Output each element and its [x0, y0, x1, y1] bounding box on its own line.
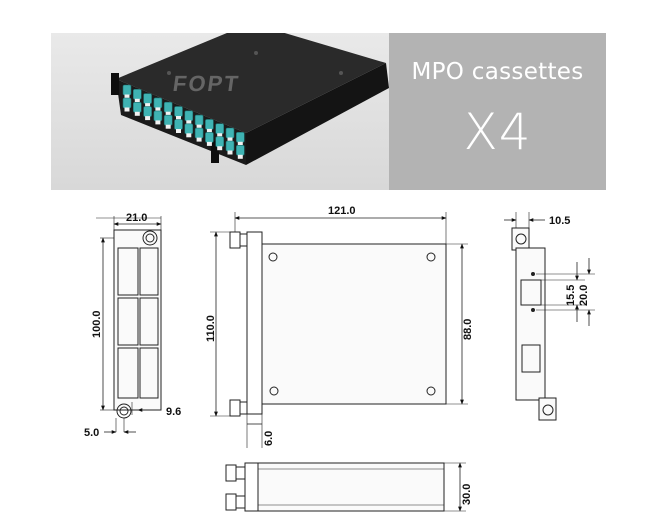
lc-dust-cap — [227, 150, 233, 155]
dim-top-length: 121.0 — [328, 205, 356, 217]
lc-dust-cap — [165, 124, 171, 129]
front-port-slot — [139, 297, 159, 346]
bottom-front-flange — [244, 462, 259, 512]
top-connector-latch — [239, 233, 248, 247]
screw — [339, 71, 343, 75]
cassette-side-face — [246, 63, 389, 165]
lc-dust-cap — [124, 94, 130, 99]
top-screw — [269, 386, 279, 396]
lc-dust-cap — [217, 146, 223, 151]
side-slot — [520, 279, 542, 306]
front-port-slot — [139, 347, 159, 399]
top-screw — [268, 252, 278, 262]
bottom-connector-latch — [235, 495, 246, 509]
front-bottom-screw — [119, 406, 129, 416]
dim-top-flange-offset: 6.0 — [263, 431, 275, 446]
screw — [254, 51, 258, 55]
dim-front-width: 21.0 — [126, 212, 147, 224]
lc-dust-cap — [186, 133, 192, 138]
top-connector-latch — [229, 231, 241, 249]
front-port-slot — [139, 247, 159, 296]
lc-dust-cap — [237, 141, 243, 146]
side-slot — [521, 344, 541, 373]
lc-dust-cap — [124, 107, 130, 112]
caption-panel: MPO cassettes X4 — [389, 33, 606, 190]
cassette-top-face — [116, 23, 386, 133]
lc-dust-cap — [134, 111, 140, 116]
lc-dust-cap — [176, 116, 181, 120]
caption-quantity: X4 — [463, 103, 532, 161]
lc-dust-cap — [206, 141, 212, 146]
bottom-body — [257, 462, 445, 512]
product-photo: FOPT — [51, 23, 389, 190]
side-bottom-ear — [538, 397, 557, 421]
bottom-connector-latch — [225, 464, 237, 482]
front-top-screw-hole — [142, 230, 158, 246]
side-top-ear-hole — [515, 233, 527, 245]
side-dot — [531, 272, 535, 276]
top-screw — [426, 252, 436, 262]
caption-title: MPO cassettes — [411, 59, 584, 85]
bottom-view — [225, 462, 466, 512]
lc-dust-cap — [196, 137, 202, 142]
front-port-slot — [117, 247, 139, 296]
side-dot — [531, 308, 535, 312]
lc-dust-cap — [155, 107, 161, 112]
lc-dust-cap — [186, 120, 192, 125]
lc-adapter-array — [122, 84, 245, 159]
front-port-slot — [117, 297, 139, 346]
lc-dust-cap — [155, 120, 161, 125]
dim-front-ear-width: 9.6 — [166, 406, 181, 418]
top-body — [261, 243, 447, 405]
lc-dust-cap — [217, 133, 223, 138]
top-screw — [426, 386, 436, 396]
cassette-illustration — [111, 23, 389, 165]
top-view — [210, 212, 468, 448]
lc-dust-cap — [134, 98, 140, 103]
dim-front-height: 100.0 — [91, 310, 103, 338]
lc-dust-cap — [206, 128, 212, 133]
front-top-screw — [145, 233, 155, 243]
bottom-connector-latch — [239, 401, 248, 415]
bottom-connector-latch — [235, 466, 246, 480]
dim-front-ear-offset: 5.0 — [84, 427, 99, 439]
product-banner: FOPT MPO cassettes X4 — [51, 23, 606, 190]
side-plate — [515, 247, 546, 401]
front-port-slot — [117, 347, 139, 399]
front-flange — [211, 141, 219, 163]
dim-side-ear-width: 10.5 — [549, 215, 570, 227]
side-bottom-ear-hole — [542, 404, 554, 416]
lc-dust-cap — [196, 124, 202, 129]
lc-dust-cap — [165, 111, 171, 116]
screw — [167, 71, 171, 75]
lc-dust-cap — [227, 137, 233, 142]
lc-dust-cap — [176, 129, 181, 133]
front-view — [96, 216, 162, 434]
bottom-connector-latch — [229, 399, 241, 417]
front-flange — [111, 73, 119, 95]
lc-dust-cap — [145, 103, 151, 108]
lc-dust-cap — [237, 154, 243, 159]
dim-side-slot-height: 15.5 — [565, 285, 577, 306]
dim-top-overall-height: 110.0 — [205, 315, 217, 342]
top-front-flange — [246, 231, 263, 415]
dim-side-slot-pitch: 20.0 — [578, 285, 590, 306]
dim-bottom-height: 30.0 — [461, 484, 473, 505]
lc-dust-cap — [145, 116, 151, 121]
bottom-connector-latch — [225, 493, 237, 511]
side-view — [504, 212, 595, 421]
dim-top-body-height: 88.0 — [462, 319, 474, 340]
